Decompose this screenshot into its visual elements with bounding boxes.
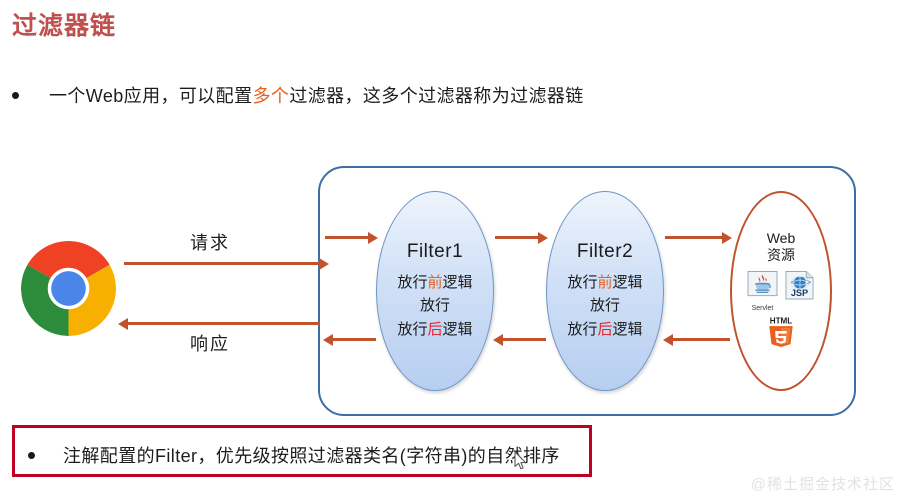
svg-text:HTML: HTML xyxy=(770,316,792,325)
svg-text:JSP: JSP xyxy=(791,288,808,298)
filter2-line3-prefix: 放行 xyxy=(567,320,598,338)
top-bullet-text: 一个Web应用，可以配置多个过滤器，这多个过滤器称为过滤器链 xyxy=(49,82,584,108)
filter1-line-pass: 放行 xyxy=(419,297,450,315)
filter2-line-pass: 放行 xyxy=(589,297,620,315)
top-bullet-suffix: 过滤器，这多个过滤器称为过滤器链 xyxy=(289,86,584,106)
mouse-cursor-icon xyxy=(514,451,528,471)
filter2-line-before: 放行前逻辑 xyxy=(567,271,642,294)
arrow-response-in xyxy=(118,317,320,330)
filter1-line3-highlight: 后 xyxy=(427,320,443,338)
filter1-line3-suffix: 逻辑 xyxy=(442,320,473,338)
filter1-line-after: 放行后逻辑 xyxy=(397,318,472,341)
arrow-web-to-filter2 xyxy=(663,333,730,346)
filter2-line-after: 放行后逻辑 xyxy=(567,318,642,341)
filter1-line-before: 放行前逻辑 xyxy=(397,271,472,294)
filter2-line1-highlight: 前 xyxy=(597,274,613,292)
filter-node-2: Filter2 放行前逻辑 放行 放行后逻辑 xyxy=(546,191,664,391)
filter1-line3-prefix: 放行 xyxy=(397,320,428,338)
arrow-filter2-to-filter1 xyxy=(493,333,546,346)
filter2-line3-suffix: 逻辑 xyxy=(612,320,643,338)
jsp-icon: < > JSP xyxy=(784,270,815,305)
arrow-filter1-to-filter2 xyxy=(495,231,548,244)
servlet-icon: Servlet xyxy=(747,270,778,312)
web-resource-node: Web 资源 xyxy=(730,191,832,391)
servlet-icon-caption: Servlet xyxy=(751,304,774,312)
arrow-filter2-to-web xyxy=(665,231,732,244)
chrome-logo-icon xyxy=(19,239,118,338)
svg-text:<: < xyxy=(791,277,796,287)
filter2-title: Filter2 xyxy=(576,241,634,263)
filter2-line1-prefix: 放行 xyxy=(567,274,598,292)
note-bullet-item: 注解配置的Filter，优先级按照过滤器类名(字符串)的自然排序 xyxy=(28,442,560,468)
page-title: 过滤器链 xyxy=(12,12,117,40)
note-bullet-dot-icon xyxy=(28,451,35,459)
top-bullet-prefix: 一个Web应用，可以配置 xyxy=(49,86,253,106)
filter-chain-boundary xyxy=(318,166,856,416)
web-resource-icons: Servlet < > JSP xyxy=(747,270,815,353)
note-box xyxy=(12,425,592,477)
top-bullet-highlight: 多个 xyxy=(252,86,290,106)
flow-label-request: 请求 xyxy=(190,233,230,253)
flow-label-response: 响应 xyxy=(190,334,230,354)
arrow-request-out xyxy=(124,257,329,270)
filter-node-1: Filter1 放行前逻辑 放行 放行后逻辑 xyxy=(376,191,494,391)
watermark: @稀土掘金技术社区 xyxy=(750,476,895,493)
filter2-line3-highlight: 后 xyxy=(597,320,613,338)
filter1-line1-highlight: 前 xyxy=(427,274,443,292)
html5-icon: HTML xyxy=(763,315,799,353)
arrow-into-filter1 xyxy=(325,231,378,244)
note-bullet-text: 注解配置的Filter，优先级按照过滤器类名(字符串)的自然排序 xyxy=(63,446,560,466)
filter1-line1-suffix: 逻辑 xyxy=(442,274,473,292)
svg-text:>: > xyxy=(806,277,811,287)
filter-chain-diagram: 请求 响应 Filter1 放行前逻辑 放行 放行后逻辑 Filter2 放行前… xyxy=(0,150,911,425)
web-resource-line1: Web xyxy=(766,229,796,246)
web-resource-line2: 资源 xyxy=(766,247,795,263)
filter1-line1-prefix: 放行 xyxy=(397,274,428,292)
top-bullet-item: 一个Web应用，可以配置多个过滤器，这多个过滤器称为过滤器链 xyxy=(12,82,584,108)
web-resource-icon-row: Servlet < > JSP xyxy=(747,270,815,312)
web-resource-title: Web 资源 xyxy=(767,230,796,265)
filter1-title: Filter1 xyxy=(406,241,464,263)
filter2-line1-suffix: 逻辑 xyxy=(612,274,643,292)
bullet-dot-icon xyxy=(12,91,19,99)
arrow-out-filter1 xyxy=(323,333,376,346)
